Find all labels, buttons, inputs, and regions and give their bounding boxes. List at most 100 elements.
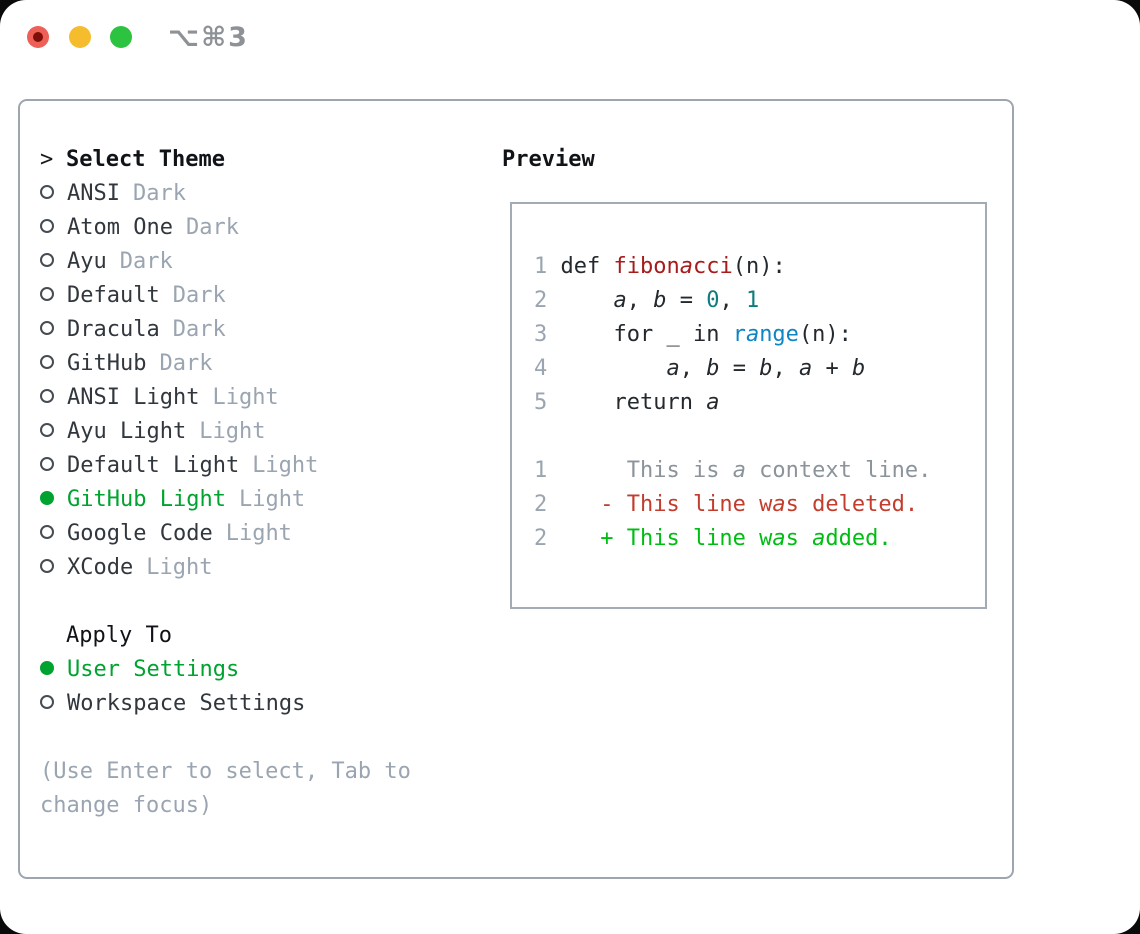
radio-icon (40, 355, 54, 369)
close-button[interactable] (27, 26, 49, 48)
preview-code-line: 2 a, b = 0, 1 (534, 284, 975, 318)
code-token (547, 288, 613, 313)
code-token (547, 356, 666, 381)
code-token: (n): (732, 254, 786, 279)
line-number: 1 (534, 254, 548, 279)
apply-to-label: Apply To (66, 623, 172, 648)
preview-code-line: 3 for _ in range(n): (534, 318, 975, 352)
line-number: 2 (534, 288, 548, 313)
theme-option-name: Atom One (67, 215, 173, 240)
zoom-button[interactable] (110, 26, 132, 48)
window-titlebar: ⌥⌘3 (0, 0, 1140, 76)
theme-option-name: ANSI (67, 181, 120, 206)
select-theme-label: Select Theme (66, 147, 225, 172)
line-number: 4 (534, 356, 548, 381)
theme-option-name: GitHub (67, 351, 147, 376)
apply-to-option[interactable]: Workspace Settings (40, 687, 490, 721)
theme-option[interactable]: GitHub Light Light (40, 483, 490, 517)
code-token: a (706, 390, 720, 415)
line-number: 3 (534, 322, 548, 347)
radio-icon (40, 185, 54, 199)
line-number: 5 (534, 390, 548, 415)
code-token: 0 (706, 288, 720, 313)
code-token: b (706, 356, 720, 381)
code-token: + (812, 356, 852, 381)
preview-code-line: 2 - This line was deleted. (534, 488, 975, 522)
theme-variant-label: Dark (172, 317, 226, 342)
window-title: ⌥⌘3 (168, 22, 249, 53)
radio-icon (40, 219, 54, 233)
radio-icon (40, 287, 54, 301)
code-token: This is a context line. (547, 458, 932, 483)
theme-option-name: Default (67, 283, 160, 308)
theme-option-name: Ayu Light (67, 419, 187, 444)
radio-icon (40, 389, 54, 403)
hint-text: change focus) (40, 793, 213, 818)
theme-variant-label: Dark (159, 351, 213, 376)
theme-option-name: Dracula (67, 317, 160, 342)
code-token: , (772, 356, 799, 381)
theme-option[interactable]: Atom One Dark (40, 211, 490, 245)
minimize-button[interactable] (69, 26, 91, 48)
code-token: a (666, 356, 680, 381)
theme-option-name: ANSI Light (67, 385, 200, 410)
code-token: , (626, 288, 654, 313)
theme-option[interactable]: GitHub Dark (40, 347, 490, 381)
theme-variant-label: Dark (119, 249, 173, 274)
code-token: a (613, 288, 627, 313)
preview-code-line: 5 return a (534, 386, 975, 420)
theme-option[interactable]: Default Dark (40, 279, 490, 313)
theme-option-name: GitHub Light (67, 487, 226, 512)
apply-to-header: Apply To (40, 619, 490, 653)
theme-option[interactable]: ANSI Light Light (40, 381, 490, 415)
theme-variant-label: Dark (185, 215, 239, 240)
code-token: = (719, 356, 760, 381)
code-token: a (798, 356, 813, 381)
code-token: = (666, 288, 707, 313)
apply-to-option[interactable]: User Settings (40, 653, 490, 687)
preview-code-line: 4 a, b = b, a + b (534, 352, 975, 386)
theme-option[interactable]: Ayu Light Light (40, 415, 490, 449)
radio-selected-icon (40, 661, 54, 675)
radio-icon (40, 321, 54, 335)
code-token: for _ in (547, 322, 733, 347)
radio-icon (40, 695, 54, 709)
code-token: (n): (798, 322, 852, 347)
code-token: - This line was deleted. (547, 492, 919, 517)
theme-variant-label: Dark (172, 283, 226, 308)
hint-text: (Use Enter to select, Tab to (40, 759, 411, 784)
preview-code-line: 1 This is a context line. (534, 454, 975, 488)
code-token: def (547, 254, 614, 279)
apply-to-option-name: Workspace Settings (67, 691, 306, 716)
code-token: b (851, 356, 866, 381)
theme-variant-label: Light (146, 555, 213, 580)
preview-code-line: 2 + This line was added. (534, 522, 975, 556)
preview-title: Preview (502, 147, 595, 172)
theme-variant-label: Light (238, 487, 306, 512)
spacer (40, 721, 490, 755)
code-token: fibonacci (613, 254, 733, 279)
theme-option[interactable]: Dracula Dark (40, 313, 490, 347)
select-theme-header: > Select Theme (40, 143, 490, 177)
theme-variant-label: Light (212, 385, 279, 410)
prompt-caret: > (40, 147, 54, 172)
theme-variant-label: Light (199, 419, 266, 444)
radio-icon (40, 525, 54, 539)
radio-icon (40, 457, 54, 471)
theme-option-name: Google Code (67, 521, 213, 546)
line-number: 1 (534, 458, 548, 483)
code-token: b (759, 356, 773, 381)
line-number: 2 (534, 526, 548, 551)
radio-icon (40, 423, 54, 437)
spacer (40, 585, 490, 619)
code-token: range (732, 322, 799, 347)
radio-icon (40, 253, 54, 267)
